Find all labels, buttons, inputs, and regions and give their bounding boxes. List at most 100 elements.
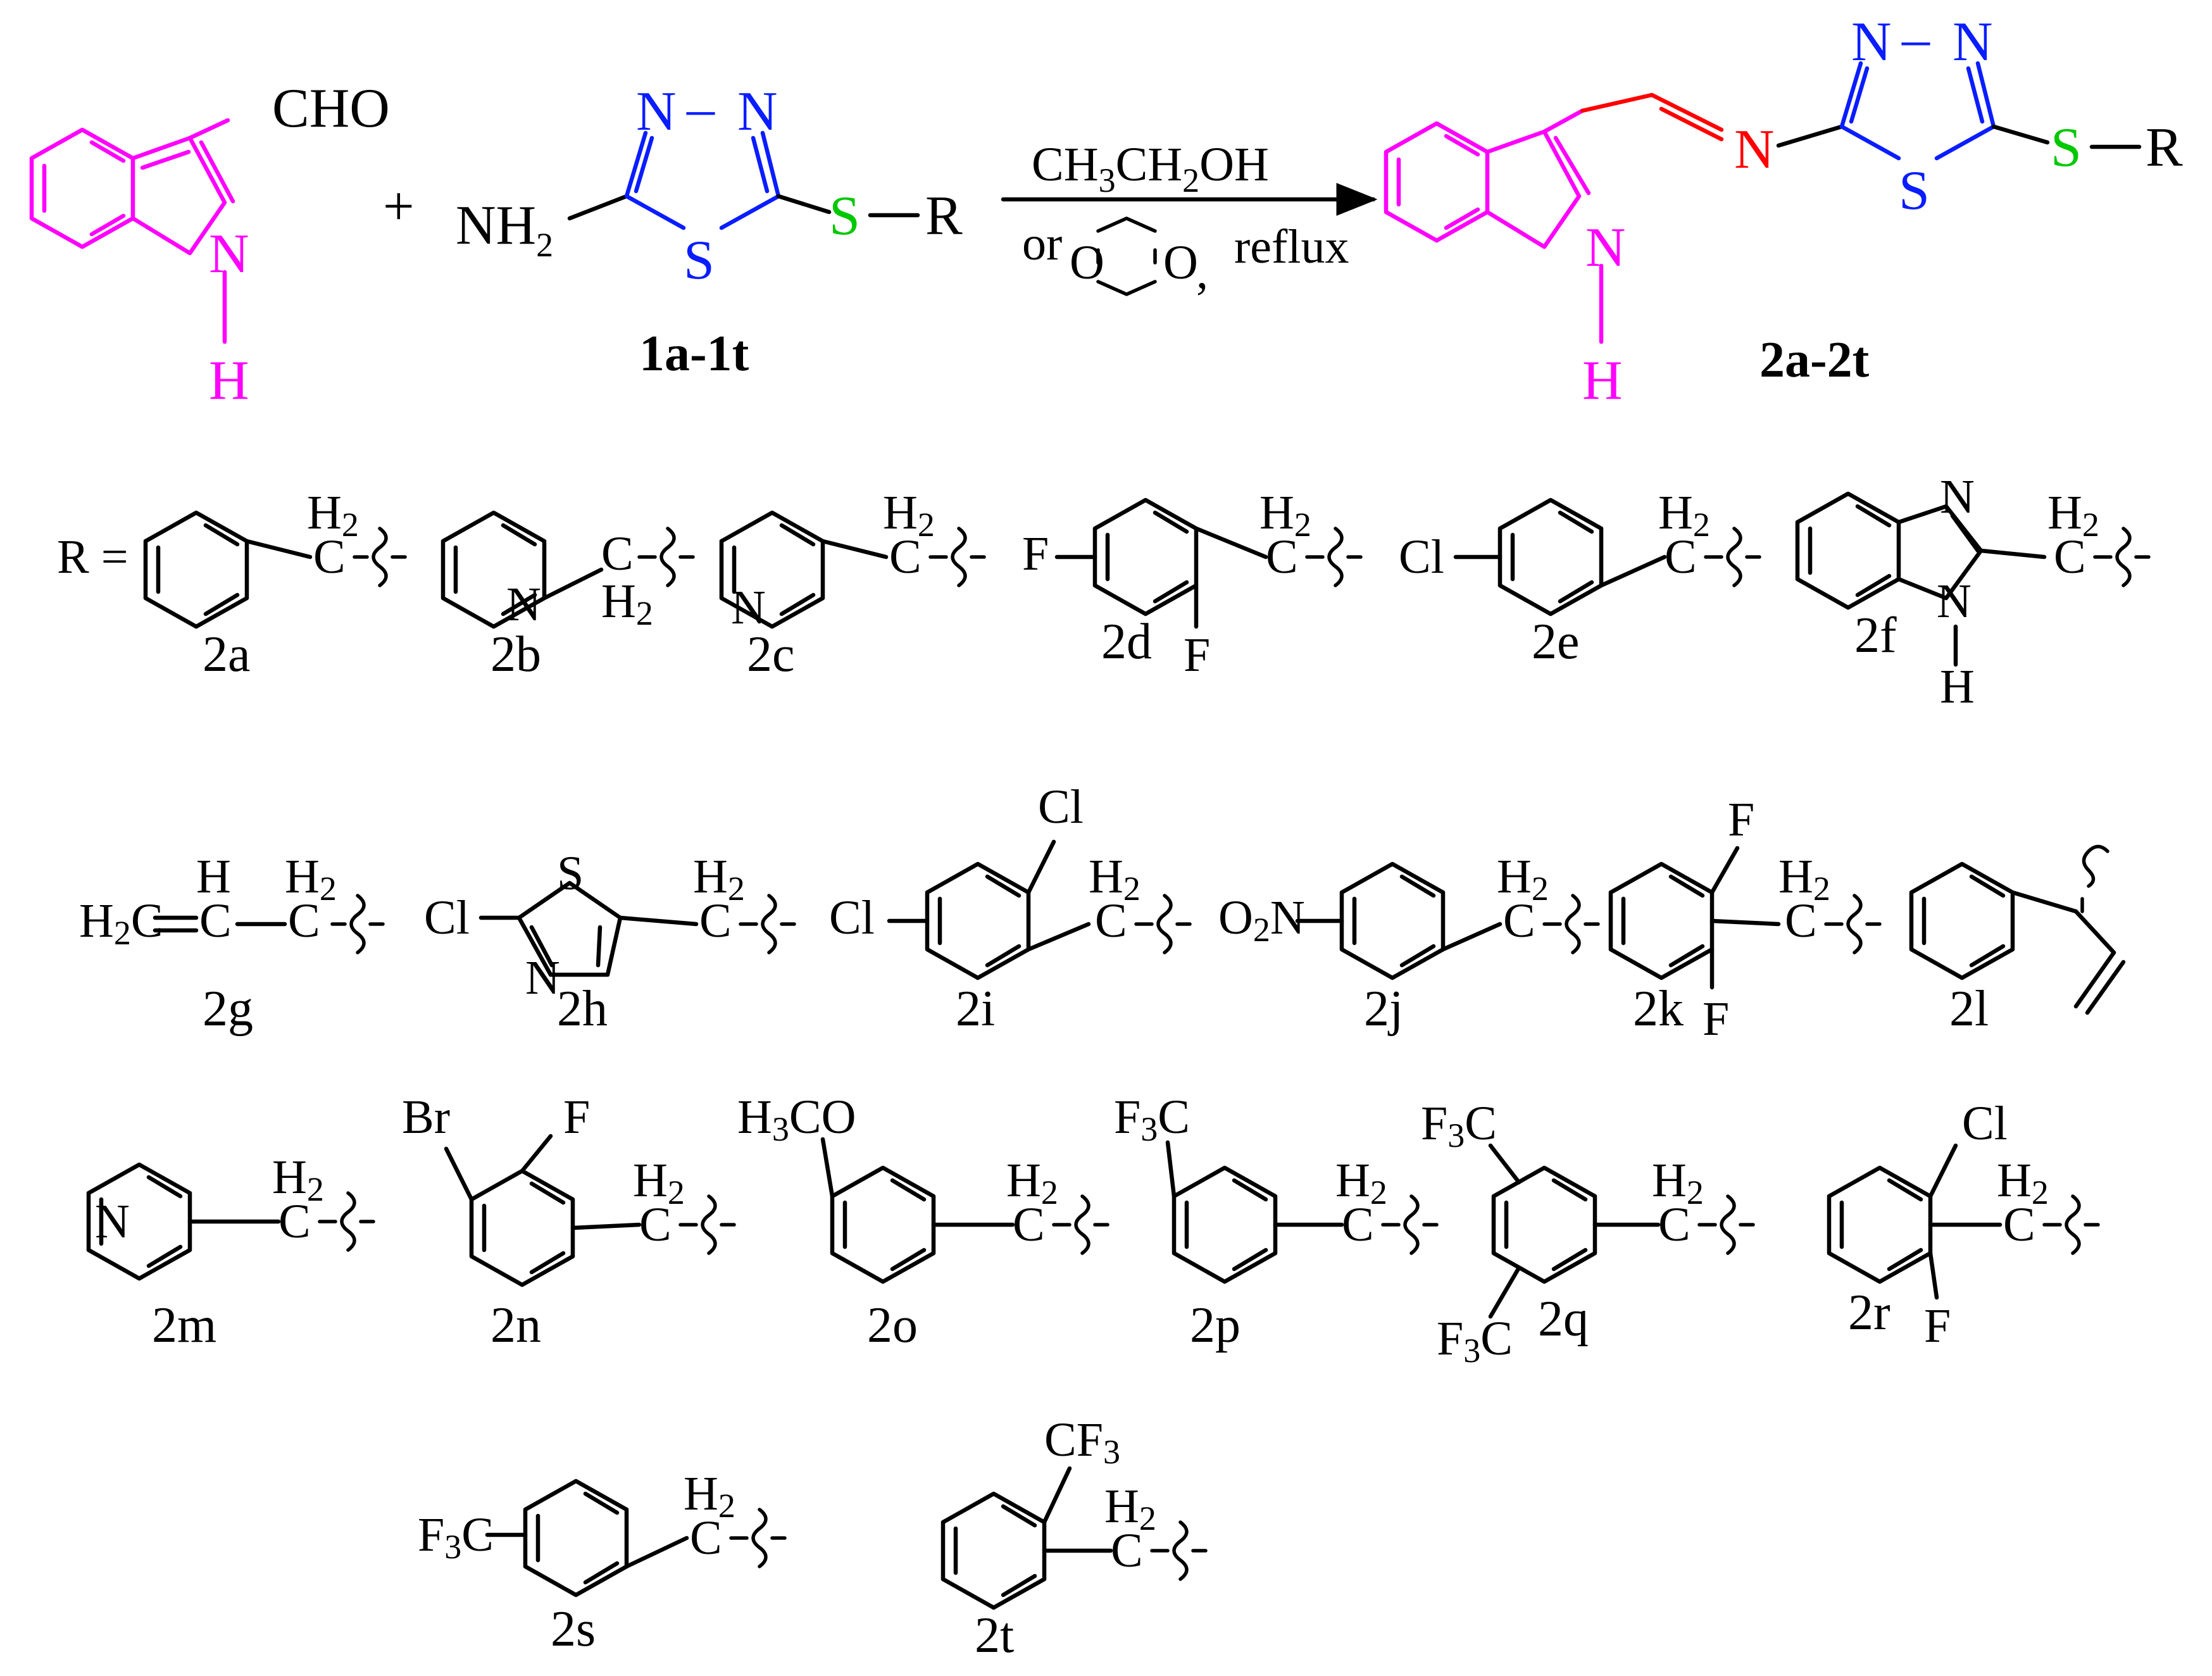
ch-h: H <box>196 850 231 903</box>
substituent-2g: H2C H C H2 C 2g <box>79 850 385 1037</box>
label-2o: 2o <box>867 1298 918 1353</box>
chloro-atom: Cl <box>424 891 470 944</box>
fluoro-atom: F <box>1184 628 1210 682</box>
ch2-h: H2 <box>1497 850 1549 908</box>
ch2-c: C <box>1095 894 1127 947</box>
substituent-2i: Cl Cl H2 C 2i <box>829 780 1192 1037</box>
reflux-label: reflux <box>1234 220 1349 273</box>
r-group-label: R <box>925 185 963 247</box>
r-equals-label: R = <box>57 530 128 584</box>
ch2-h: H2 <box>307 486 359 544</box>
ch2-c: C <box>690 1511 722 1565</box>
ch-c: C <box>199 894 232 947</box>
reactant-aminothiadiazole: NH2 N – N S S R 1a-1t <box>456 78 963 382</box>
substituent-2e: Cl H2 C 2e <box>1399 486 1761 670</box>
ch2-h: H2 <box>272 1151 324 1208</box>
ch2-h: H2 <box>1652 1154 1704 1211</box>
pyridine-n: N <box>95 1195 130 1248</box>
substituent-2f: N N H H2 C 2f <box>1795 470 2151 713</box>
methoxy-label: H3CO <box>737 1091 856 1148</box>
ch2-h: H2 <box>684 1467 735 1525</box>
label-2j: 2j <box>1364 981 1403 1037</box>
indole-n-label: N <box>209 223 249 285</box>
substituent-2h: Cl S N H2 C 2h <box>424 847 796 1037</box>
ch2-c: C <box>2003 1198 2035 1251</box>
ch2-c: C <box>313 530 346 584</box>
reaction-conditions: CH3CH2OH or O O , reflux <box>1001 138 1378 299</box>
substituent-2d: F F H2 C 2d <box>1022 486 1363 682</box>
substituent-2k: F F H2 C 2k <box>1608 793 1882 1046</box>
chloro-atom: Cl <box>1038 780 1084 834</box>
pyridine-n: N <box>731 581 766 634</box>
thiadiazole-n2-label: N <box>737 81 778 142</box>
chloro-atom: Cl <box>1962 1097 2008 1150</box>
ch2-h: H2 <box>285 850 337 908</box>
ch2-h: H2 <box>883 486 935 544</box>
ch2-c: C <box>601 527 634 580</box>
thiadiazole-n1-label: N <box>636 81 677 142</box>
fluoro-atom: F <box>1703 992 1729 1046</box>
ch2-h: H2 <box>1658 486 1710 544</box>
cf3-label: CF3 <box>1044 1413 1120 1471</box>
ch2-h: H2 <box>633 1154 685 1211</box>
substituent-2n: Br F H2 C 2n <box>402 1091 736 1353</box>
ch2-h: H2 <box>1259 486 1311 544</box>
label-2g: 2g <box>203 981 253 1037</box>
ch2-c: C <box>278 1195 311 1248</box>
plus-sign: + <box>383 176 415 237</box>
ch2-c: C <box>2054 530 2086 584</box>
label-2k: 2k <box>1633 981 1684 1037</box>
substituent-2a: H2 C 2a <box>143 486 407 682</box>
product-indole-schiff-base: N H N N – N S S R 2a-2t <box>1384 8 2183 411</box>
label-2p: 2p <box>1190 1298 1240 1353</box>
thiadiazole-s-label: S <box>684 230 715 291</box>
product-label-2a-2t: 2a-2t <box>1759 332 1870 388</box>
substituent-2t: CF3 H2 C 2t <box>940 1413 1208 1663</box>
ch2-c: C <box>1111 1524 1143 1577</box>
fluoro-atom: F <box>563 1091 590 1144</box>
thiazole-n: N <box>525 951 560 1004</box>
ch2-c: C <box>1013 1198 1045 1251</box>
label-2r: 2r <box>1848 1285 1890 1341</box>
ch2-c: C <box>639 1198 672 1251</box>
indole-h-label: H <box>209 350 249 411</box>
imidazole-h: H <box>1940 660 1975 713</box>
substituent-2b: N C H2 2b <box>441 510 695 682</box>
ch2-h: H2 <box>1104 1480 1156 1537</box>
ch2-h: H2 <box>2047 486 2099 544</box>
label-2q: 2q <box>1538 1291 1589 1347</box>
product-ring-s: S <box>1899 160 1930 222</box>
label-2h: 2h <box>557 981 608 1037</box>
ch2-c: C <box>1658 1198 1690 1251</box>
thioether-s-label: S <box>829 185 860 247</box>
substituent-2q: F3C F3C H2 C 2q <box>1421 1097 1755 1370</box>
product-chain-s: S <box>2051 117 2082 178</box>
ch2-c: C <box>889 530 922 584</box>
product-indole-n: N <box>1585 217 1626 278</box>
ch2-h: H2 <box>1778 850 1830 908</box>
product-n1-label: N <box>1851 11 1892 73</box>
label-2s: 2s <box>551 1601 596 1657</box>
label-2n: 2n <box>491 1298 541 1353</box>
reactant-label-1a-1t: 1a-1t <box>639 326 749 382</box>
substituent-2o: H3CO H2 C 2o <box>737 1091 1109 1353</box>
cf3-label: F3C <box>1421 1097 1497 1154</box>
dioxane-o1: O <box>1070 236 1104 289</box>
product-indole-h: H <box>1582 350 1623 411</box>
substituent-2s: F3C H2 C 2s <box>418 1467 787 1657</box>
fluoro-atom: F <box>1022 527 1049 580</box>
nitro-label: O2N <box>1218 891 1305 949</box>
bromo-atom: Br <box>402 1091 450 1144</box>
product-n2-label: N <box>1953 11 1993 73</box>
fluoro-atom: F <box>1728 793 1754 846</box>
cf3-label: F3C <box>1437 1312 1513 1370</box>
label-2d: 2d <box>1101 614 1152 670</box>
substituent-2c: N H2 C 2c <box>719 486 986 682</box>
pyridine-n: N <box>506 578 541 631</box>
substituent-2j: O2N H2 C 2j <box>1218 850 1600 1037</box>
substituent-2r: Cl F H2 C 2r <box>1827 1097 2100 1353</box>
chloro-atom: Cl <box>1399 530 1444 584</box>
ch2-h: H2 <box>601 575 653 632</box>
imidazole-nh: N <box>1937 575 1971 628</box>
cf3-label: F3C <box>1114 1091 1190 1148</box>
